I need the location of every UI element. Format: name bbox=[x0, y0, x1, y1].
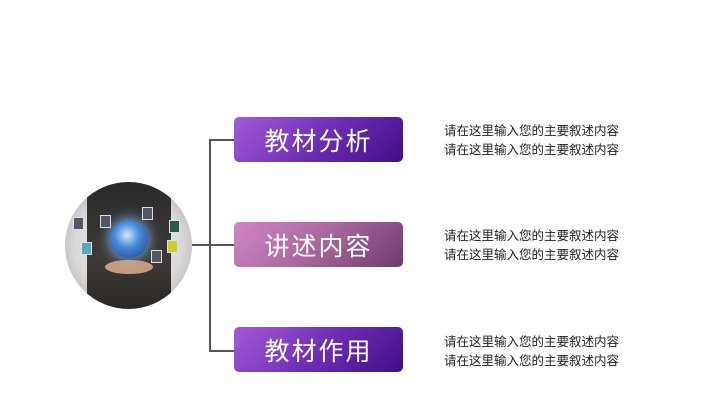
globe-icon bbox=[110, 220, 148, 258]
connector-line bbox=[192, 244, 234, 246]
description-line: 请在这里输入您的主要叙述内容 bbox=[444, 142, 620, 157]
description-line: 请在这里输入您的主要叙述内容 bbox=[444, 123, 620, 138]
photo-thumbnail bbox=[81, 242, 92, 255]
hands bbox=[105, 260, 153, 274]
description-line: 请在这里输入您的主要叙述内容 bbox=[444, 353, 620, 368]
description-1: 请在这里输入您的主要叙述内容 请在这里输入您的主要叙述内容 bbox=[444, 121, 619, 159]
connector-line bbox=[209, 139, 234, 141]
description-2: 请在这里输入您的主要叙述内容 请在这里输入您的主要叙述内容 bbox=[444, 226, 619, 264]
photo-thumbnail bbox=[167, 240, 178, 253]
description-line: 请在这里输入您的主要叙述内容 bbox=[444, 334, 620, 349]
connector-line bbox=[209, 350, 234, 352]
business-globe-image bbox=[65, 182, 192, 309]
photo-thumbnail bbox=[151, 250, 162, 263]
photo-thumbnail bbox=[169, 220, 180, 233]
topic-box-3: 教材作用 bbox=[234, 327, 403, 372]
description-line: 请在这里输入您的主要叙述内容 bbox=[444, 247, 620, 262]
connector-line bbox=[209, 139, 211, 351]
description-3: 请在这里输入您的主要叙述内容 请在这里输入您的主要叙述内容 bbox=[444, 332, 619, 370]
description-line: 请在这里输入您的主要叙述内容 bbox=[444, 228, 620, 243]
topic-box-1: 教材分析 bbox=[234, 117, 403, 162]
photo-thumbnail bbox=[73, 217, 84, 230]
photo-thumbnail bbox=[142, 207, 153, 220]
topic-box-2: 讲述内容 bbox=[234, 222, 403, 267]
photo-thumbnail bbox=[100, 215, 111, 228]
